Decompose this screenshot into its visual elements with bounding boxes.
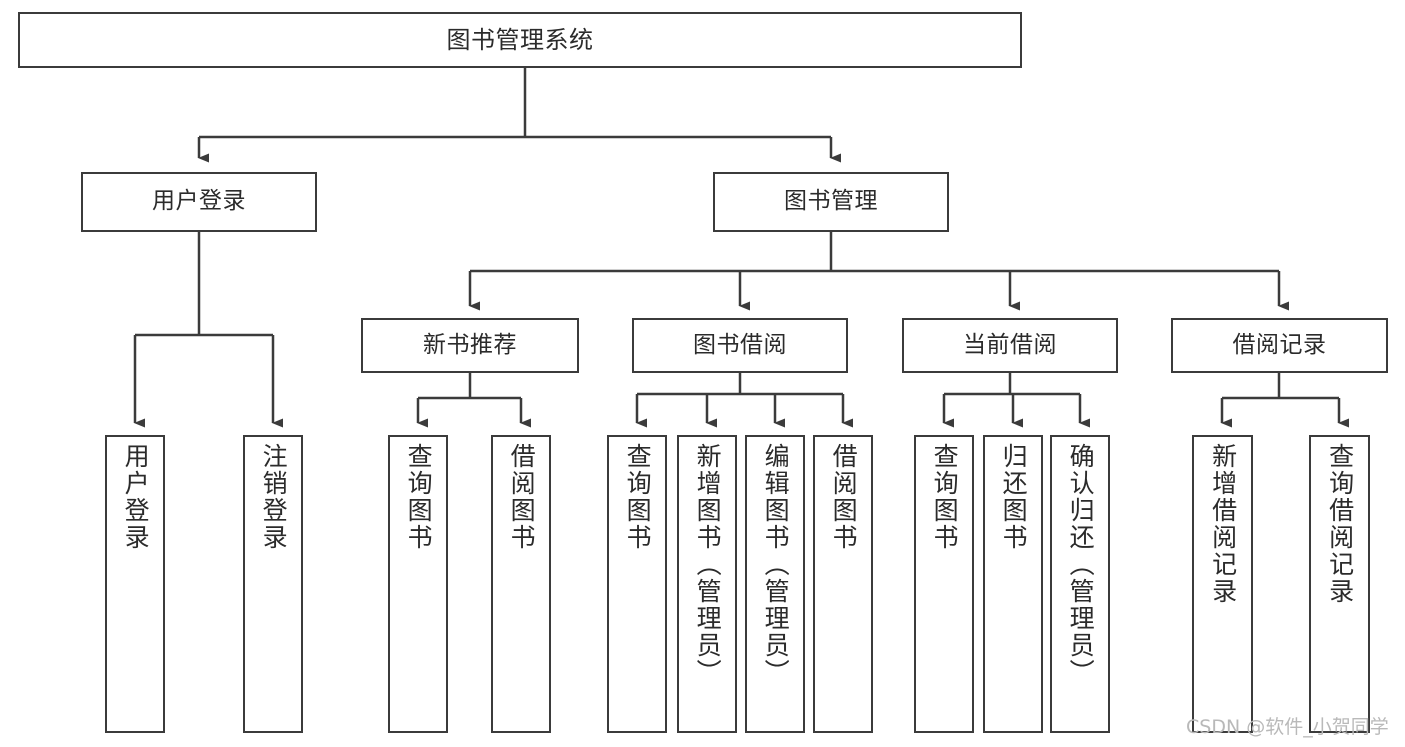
node-label: 新书推荐 <box>423 331 517 358</box>
node-label: 用户登录 <box>152 188 246 215</box>
node-book-borrow[interactable]: 图书借阅 <box>632 318 848 373</box>
node-leaf-add-borrow-record[interactable]: 新增借阅记录 <box>1192 435 1253 733</box>
node-leaf-user-login[interactable]: 用户登录 <box>105 435 165 733</box>
node-label: 查询图书 <box>404 443 434 551</box>
node-label: 图书管理系统 <box>446 25 594 54</box>
node-leaf-edit-book[interactable]: 编辑图书（管理员） <box>745 435 805 733</box>
node-label: 归还图书 <box>999 443 1029 551</box>
node-label: 新增图书（管理员） <box>693 443 723 686</box>
node-new-book-recommend[interactable]: 新书推荐 <box>361 318 579 373</box>
node-label: 新增借阅记录 <box>1208 443 1238 605</box>
node-leaf-borrow-book[interactable]: 借阅图书 <box>813 435 873 733</box>
node-label: 当前借阅 <box>963 331 1057 358</box>
node-leaf-logout[interactable]: 注销登录 <box>243 435 303 733</box>
node-label: 编辑图书（管理员） <box>761 443 791 686</box>
node-user-login[interactable]: 用户登录 <box>81 172 317 232</box>
node-book-management[interactable]: 图书管理 <box>713 172 949 232</box>
node-label: 图书借阅 <box>693 331 787 358</box>
node-label: 注销登录 <box>259 443 289 551</box>
node-label: 查询图书 <box>623 443 653 551</box>
node-leaf-query-book-borrow[interactable]: 查询图书 <box>607 435 667 733</box>
csdn-watermark: CSDN @软件_小贺同学 <box>1186 716 1389 738</box>
node-label: 用户登录 <box>121 443 151 551</box>
node-leaf-query-book-current[interactable]: 查询图书 <box>914 435 974 733</box>
node-label: 确认归还（管理员） <box>1066 443 1096 686</box>
node-leaf-add-book[interactable]: 新增图书（管理员） <box>677 435 737 733</box>
node-book-management-system[interactable]: 图书管理系统 <box>18 12 1022 68</box>
node-label: 查询借阅记录 <box>1325 443 1355 605</box>
node-borrow-record[interactable]: 借阅记录 <box>1171 318 1388 373</box>
node-current-borrow[interactable]: 当前借阅 <box>902 318 1118 373</box>
node-label: 借阅图书 <box>829 443 859 551</box>
node-label: 借阅记录 <box>1232 331 1327 358</box>
node-label: 借阅图书 <box>507 443 537 551</box>
node-leaf-query-book-recommend[interactable]: 查询图书 <box>388 435 448 733</box>
node-label: 查询图书 <box>930 443 960 551</box>
node-leaf-return-book[interactable]: 归还图书 <box>983 435 1043 733</box>
node-leaf-confirm-return[interactable]: 确认归还（管理员） <box>1050 435 1110 733</box>
node-leaf-borrow-book-recommend[interactable]: 借阅图书 <box>491 435 551 733</box>
node-label: 图书管理 <box>784 188 878 215</box>
node-leaf-query-borrow-record[interactable]: 查询借阅记录 <box>1309 435 1370 733</box>
